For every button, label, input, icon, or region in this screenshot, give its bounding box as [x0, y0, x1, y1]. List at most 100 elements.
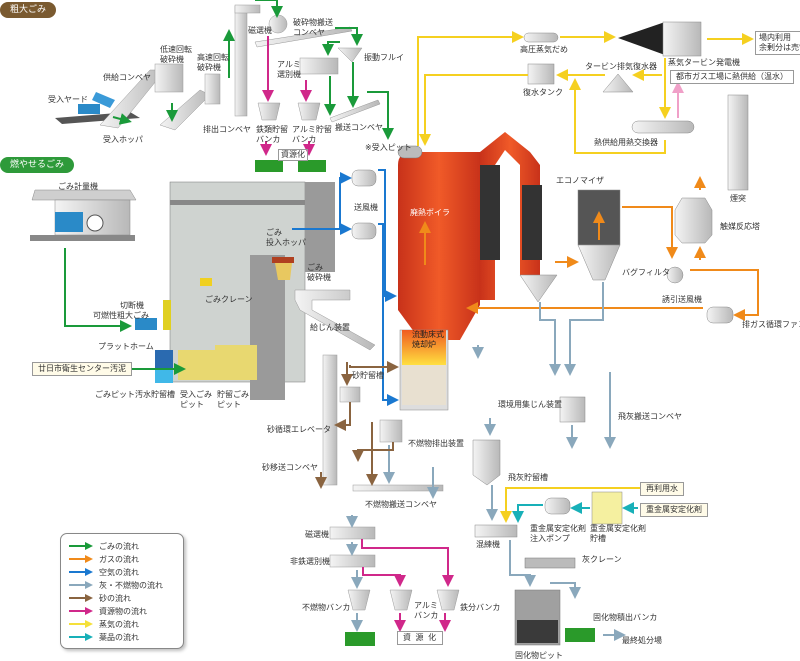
section-tag-bulky: 粗大ごみ	[0, 2, 57, 18]
legend-arrow-icon	[69, 607, 93, 615]
legend-item: ごみの流れ	[69, 540, 139, 552]
label-magnetic-separator: 磁選機	[248, 26, 272, 35]
legend-label: 空気の流れ	[99, 567, 139, 577]
flow-gas-to-fan	[622, 206, 678, 259]
flow-ash-bf	[564, 282, 604, 376]
bulky-equipment	[55, 4, 381, 172]
flow-chemical-kneader	[512, 504, 543, 523]
turbine-cone	[618, 22, 665, 55]
label-solidified-bunker: 固化物積出バンカ	[593, 613, 658, 622]
label-sand-tank: 砂貯留槽	[352, 371, 384, 380]
stabilizer-tank-shape	[591, 491, 623, 525]
flow-sand-to-furnace	[349, 361, 399, 373]
legend-item: 蒸気の流れ	[69, 618, 139, 630]
incombustible-discharge-shape	[379, 419, 403, 443]
catalyst-tower-shape	[674, 197, 713, 244]
aluminum-separator-shape	[299, 57, 339, 75]
legend-label: 砂の流れ	[99, 593, 131, 603]
flow-air-hopper	[292, 172, 352, 230]
cutter-shape	[163, 300, 171, 330]
low-speed-crusher	[154, 63, 184, 93]
label-final-disposal: 最終処分場	[622, 636, 662, 645]
label-feeder: 給じん装置	[310, 323, 350, 332]
truck-green-2	[298, 160, 326, 172]
section-tag-burnable: 燃やせるごみ	[0, 157, 75, 173]
legend-arrow-icon	[69, 633, 93, 641]
legend-label: ごみの流れ	[99, 541, 139, 551]
legend: ごみの流れガスの流れ空気の流れ灰・不燃物の流れ砂の流れ資源物の流れ蒸気の流れ薬品…	[60, 533, 184, 649]
label-stabilizer-tank: 重金属安定化剤 貯槽	[590, 524, 646, 543]
blower-2	[351, 222, 377, 240]
storage-pit-fill	[215, 345, 257, 380]
condensate-tank-shape	[527, 63, 555, 85]
flow-steam-header	[417, 31, 524, 146]
incombustible-truck	[345, 632, 375, 646]
label-heat-exchanger: 熱供給用熱交換器	[594, 138, 658, 147]
economizer-shape	[522, 185, 542, 260]
iron-bunker-shape	[257, 102, 281, 121]
flow-waste-alu	[322, 41, 340, 56]
flow-resource	[260, 36, 454, 632]
label-stabilizer-pump: 重金属安定化剤 注入ポンプ	[530, 524, 586, 543]
label-bag-filter: バグフィルタ	[622, 268, 670, 277]
legend-item: 資源物の流れ	[69, 605, 147, 617]
flow-ash-crane	[550, 582, 581, 599]
weighing-roof	[31, 189, 137, 201]
flow-chemical	[512, 502, 638, 523]
sand-tank-shape	[339, 386, 361, 403]
high-speed-crusher	[204, 73, 221, 105]
nonferrous-separator-shape	[329, 554, 376, 568]
generator-body	[662, 21, 702, 57]
blower-1	[351, 169, 377, 187]
condenser-shape	[602, 73, 634, 93]
label-incombustible-discharge: 不燃物排出装置	[408, 439, 464, 448]
label-ash-crane: 灰クレーン	[582, 555, 622, 564]
solidified-truck	[565, 628, 595, 642]
dump-bed	[92, 92, 115, 108]
flow-air	[292, 169, 399, 406]
label-cutter: 切断機	[120, 301, 144, 310]
legend-label: 灰・不燃物の流れ	[99, 580, 163, 590]
flow-air-furnace	[378, 223, 399, 406]
flow-waste-weighing	[64, 248, 132, 332]
heat-exchanger-shape	[631, 120, 695, 134]
label-feed-conveyor: 供給コンベヤ	[103, 73, 151, 82]
label-condensate-tank: 復水タンク	[523, 88, 563, 97]
label-crushed-conveyor: 破砕物搬送 コンベヤ	[293, 18, 333, 37]
flow-air-boiler	[378, 169, 397, 302]
flow-gas-recirculation	[690, 269, 759, 321]
label-steam-header: 高圧蒸気だめ	[520, 45, 568, 54]
legend-label: ガスの流れ	[99, 554, 139, 564]
crane-rail	[170, 200, 305, 205]
legend-arrow-icon	[69, 568, 93, 576]
env-dust-collector-shape	[559, 396, 586, 423]
flow-waste-sieve	[335, 27, 363, 46]
crushed-conveyor-belt	[254, 26, 353, 48]
weighing-floor	[30, 235, 135, 241]
legend-item: 薬品の流れ	[69, 631, 139, 643]
label-waste-heat-boiler: 廃熱ボイラ	[410, 208, 450, 217]
flow-ash-eco	[539, 302, 561, 376]
label-low-speed-crusher: 低速回転 破砕機	[160, 45, 192, 64]
label-recycled-water: 再利用水	[640, 482, 684, 496]
label-exhaust-condenser: タービン排気復水器	[585, 62, 657, 71]
sand-bed	[402, 365, 446, 405]
stabilizer-pump-shape	[544, 497, 571, 515]
label-receiving-pit: 受入ごみ ピット	[180, 390, 212, 409]
label-storage-pit: 貯留ごみ ピット	[217, 390, 249, 409]
bucket-elevator	[234, 5, 248, 117]
label-nonferrous-separator: 非鉄選別機	[290, 557, 330, 566]
legend-label: 資源物の流れ	[99, 606, 147, 616]
label-catalyst-tower: 触媒反応塔	[720, 222, 760, 231]
flow-steam-return	[569, 78, 666, 154]
sand-elevator-shape	[322, 354, 338, 486]
label-sand-conveyor: 砂移送コンベヤ	[262, 463, 318, 472]
flow-sand	[315, 361, 399, 489]
flow-sand-conveyor	[352, 442, 394, 462]
incombustible-bunker-shape	[347, 589, 371, 611]
vibrating-sieve-shape	[337, 47, 363, 63]
label-receiving-hopper: 受入ホッパ	[103, 135, 143, 144]
legend-item: 砂の流れ	[69, 592, 131, 604]
label-weighing-machine: ごみ計量機	[58, 182, 98, 191]
